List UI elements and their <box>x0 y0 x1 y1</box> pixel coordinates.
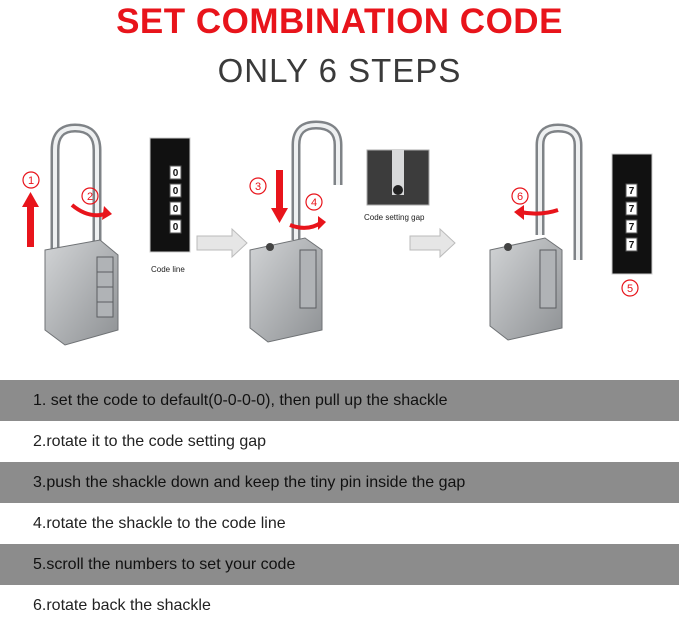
step-row-3: 3.push the shackle down and keep the tin… <box>0 462 679 503</box>
arrow-up-icon <box>22 192 39 247</box>
step-row-5: 5.scroll the numbers to set your code <box>0 544 679 585</box>
step-row-6: 6.rotate back the shackle <box>0 585 679 626</box>
steps-list: 1. set the code to default(0-0-0-0), the… <box>0 380 679 626</box>
next-arrow-2 <box>409 227 456 259</box>
lock-steps-illustration: 1 2 0 0 0 0 Code line 3 4 <box>22 120 653 346</box>
svg-text:6: 6 <box>517 191 523 203</box>
svg-text:7: 7 <box>629 204 635 215</box>
code-setting-gap-label: Code setting gap <box>364 213 425 222</box>
lock-3 <box>489 123 583 341</box>
svg-text:7: 7 <box>629 240 635 251</box>
svg-text:3: 3 <box>255 181 261 193</box>
svg-text:7: 7 <box>629 186 635 197</box>
code-setting-gap-inset <box>366 149 430 206</box>
page-title: SET COMBINATION CODE <box>116 2 563 41</box>
svg-text:2: 2 <box>87 191 93 203</box>
svg-text:0: 0 <box>173 204 179 215</box>
step-row-2: 2.rotate it to the code setting gap <box>0 421 679 462</box>
svg-text:0: 0 <box>173 168 179 179</box>
step-row-1: 1. set the code to default(0-0-0-0), the… <box>0 380 679 421</box>
step-marker-5: 5 <box>621 279 639 297</box>
page-subtitle: ONLY 6 STEPS <box>217 52 462 89</box>
step-marker-2: 2 <box>81 187 99 205</box>
arrow-down-icon <box>271 170 288 223</box>
svg-text:5: 5 <box>627 283 633 295</box>
lock-1 <box>44 123 119 346</box>
svg-text:0: 0 <box>173 186 179 197</box>
svg-text:0: 0 <box>173 222 179 233</box>
svg-text:7: 7 <box>629 222 635 233</box>
lock-2 <box>249 120 343 343</box>
code-set-dial-panel: 7 7 7 7 <box>611 153 653 275</box>
next-arrow-1 <box>196 227 248 259</box>
step-marker-6: 6 <box>511 187 529 205</box>
rotate-arrow-icon <box>70 203 109 218</box>
step-marker-4: 4 <box>305 193 323 211</box>
step-row-4: 4.rotate the shackle to the code line <box>0 503 679 544</box>
code-line-label: Code line <box>151 265 185 274</box>
step-marker-1: 1 <box>22 171 40 189</box>
svg-text:1: 1 <box>28 175 34 187</box>
svg-text:4: 4 <box>311 197 317 209</box>
step-marker-3: 3 <box>249 177 267 195</box>
code-line-dial-panel: 0 0 0 0 <box>149 137 191 253</box>
